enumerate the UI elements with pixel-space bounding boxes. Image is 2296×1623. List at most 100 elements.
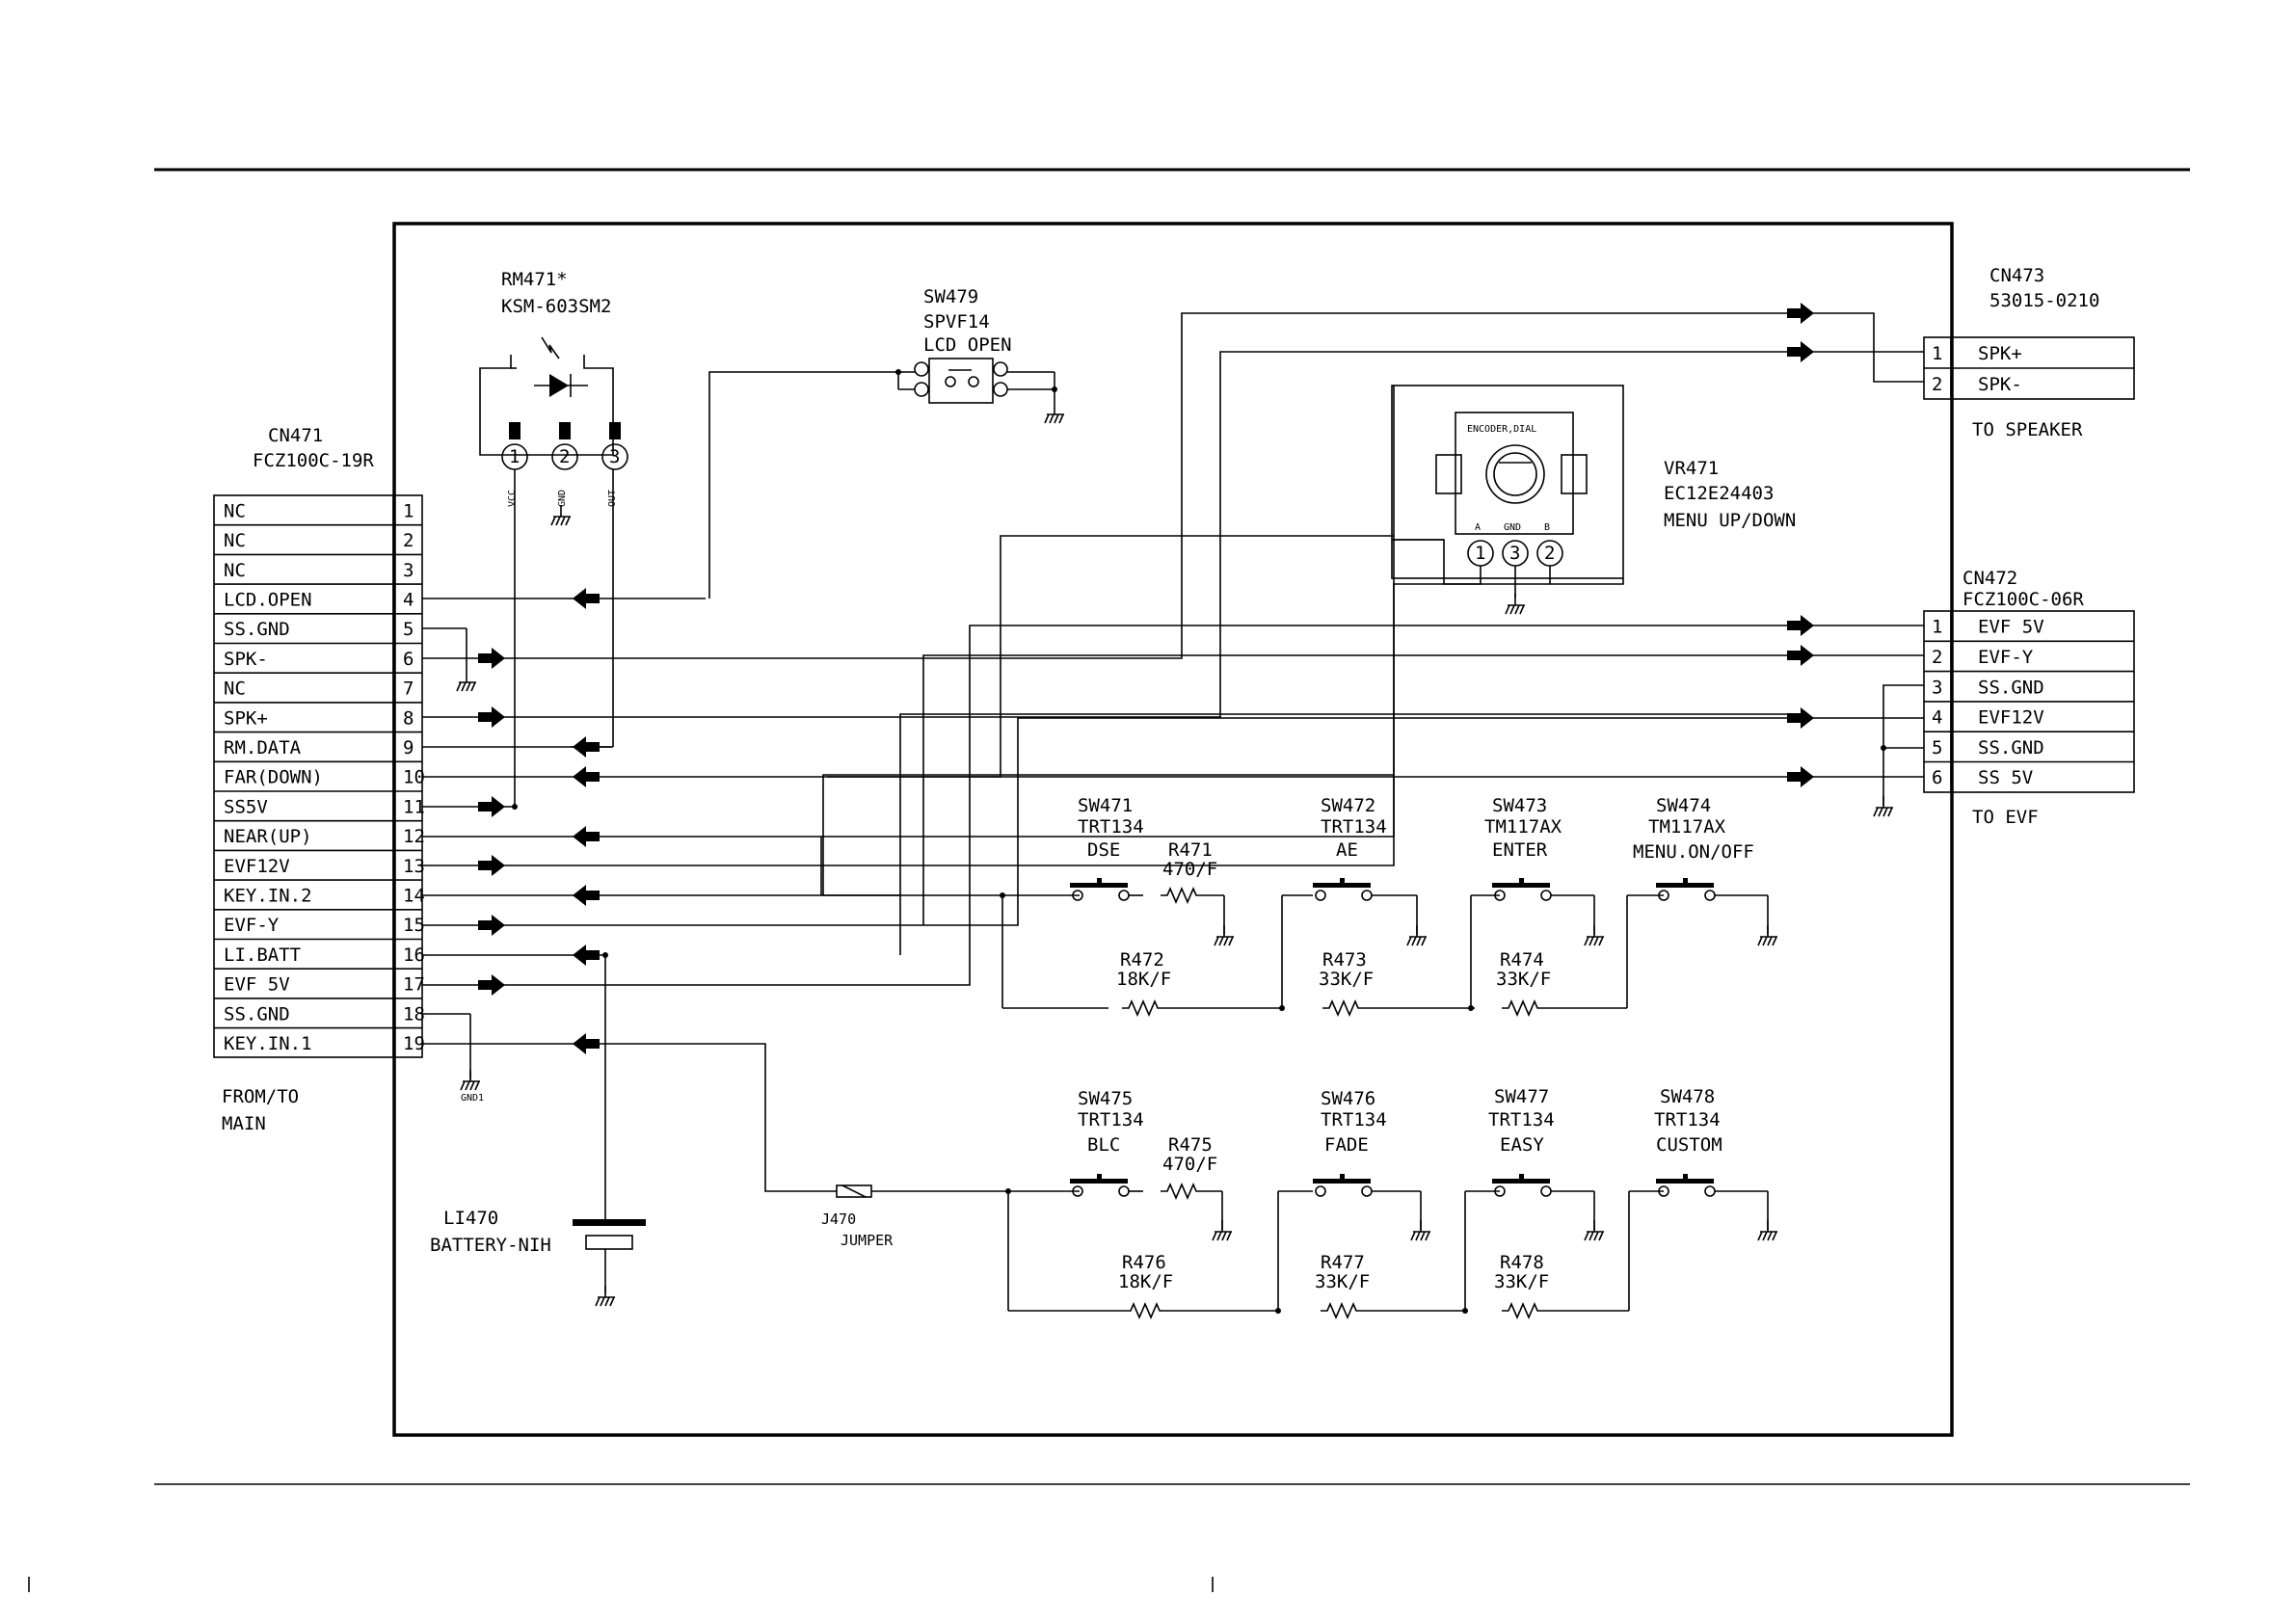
cn471-pin-number: 5 [403, 619, 414, 640]
sw479-lcd-open-switch: SW479 SPVF14 LCD OPEN [708, 286, 1065, 599]
r471-value: 470/F [1162, 859, 1217, 880]
sw474-menu-on-off: SW474 TM117AX MENU.ON/OFF [1633, 795, 1778, 946]
sw477-function: EASY [1500, 1134, 1544, 1156]
cn471-pin-label: EVF-Y [224, 915, 280, 936]
vr471-part: EC12E24403 [1664, 483, 1774, 504]
r471-ref: R471 [1168, 839, 1213, 861]
sw479-ref: SW479 [923, 286, 978, 307]
rm471-part: KSM-603SM2 [501, 296, 611, 317]
vr471-body-label: ENCODER,DIAL [1467, 424, 1536, 435]
rm471-remote-sensor: RM471* KSM-603SM2 1 2 3 VCC GND OUT [479, 269, 628, 810]
sw473-function: ENTER [1492, 839, 1548, 861]
sw471-ref: SW471 [1078, 795, 1133, 816]
cn471-pin-number: 11 [403, 796, 425, 817]
sw475-ref: SW475 [1078, 1088, 1133, 1109]
cn471-pin-label: RM.DATA [224, 737, 302, 758]
sw471-function: DSE [1087, 839, 1120, 861]
cn472-pin-label: EVF 5V [1978, 617, 2044, 638]
key-ladder-1 [1000, 892, 1664, 1016]
cn471-pin-label: NEAR(UP) [224, 826, 312, 847]
signal-arrows-right [1787, 303, 1814, 787]
r476-ref: R476 [1122, 1252, 1166, 1273]
cn473-pin-spk-plus: SPK+ [1978, 343, 2022, 364]
sw473-enter: SW473 TM117AX ENTER [1484, 795, 1605, 946]
cn471-caption-from-to: FROM/TO [222, 1086, 299, 1107]
r477-value: 33K/F [1315, 1271, 1370, 1292]
sw473-ref: SW473 [1492, 795, 1547, 816]
cn472-part: FCZ100C-06R [1962, 589, 2084, 610]
cn471-pin-label: LCD.OPEN [224, 589, 312, 610]
r476-value: 18K/F [1118, 1271, 1173, 1292]
cn471-pin-label: LI.BATT [224, 945, 301, 966]
cn471-pin-number: 3 [403, 560, 414, 581]
cn472-pin-number: 1 [1932, 617, 1942, 638]
sw478-function: CUSTOM [1656, 1134, 1722, 1156]
cn471-pin-number: 1 [403, 500, 414, 521]
cn472-pin-label: EVF12V [1978, 707, 2044, 729]
sw479-function: LCD OPEN [923, 334, 1012, 356]
cn471-pin-number: 12 [403, 826, 425, 847]
sw476-fade: SW476 TRT134 FADE [1313, 1088, 1431, 1241]
svg-text:2: 2 [559, 446, 570, 467]
sw472-function: AE [1336, 839, 1358, 861]
r475-value: 470/F [1162, 1154, 1217, 1175]
sw475-function: BLC [1087, 1134, 1120, 1156]
cn472-pin-number: 5 [1932, 737, 1942, 758]
cn472-pin-label: SS.GND [1978, 677, 2044, 698]
sw478-part: TRT134 [1654, 1109, 1721, 1131]
svg-text:1: 1 [509, 446, 520, 467]
cn471-pin-stubs: GND1 [422, 598, 1002, 1104]
cn471-ref: CN471 [268, 425, 323, 446]
r478-value: 33K/F [1494, 1271, 1549, 1292]
cn471-pin-number: 19 [403, 1033, 425, 1054]
cn471-pin-label: KEY.IN.1 [224, 1033, 312, 1054]
cn472-pin-label: SS.GND [1978, 737, 2044, 758]
cn471-pin-number: 16 [403, 945, 425, 966]
li470-battery: LI470 BATTERY-NIH [430, 952, 646, 1307]
svg-text:1: 1 [1932, 343, 1942, 364]
rm471-pin-gnd: GND [557, 490, 568, 507]
cn473-ref: CN473 [1989, 265, 2044, 286]
svg-text:2: 2 [1544, 543, 1555, 564]
cn473-speaker-connector: CN473 53015-0210 12 SPK+ SPK- TO SPEAKER [1923, 265, 2135, 440]
cn471-pin-number: 14 [403, 885, 425, 906]
routing-nets [734, 312, 1924, 986]
sw472-ref: SW472 [1321, 795, 1375, 816]
rm471-pin-vcc: VCC [507, 490, 518, 507]
rm471-ref: RM471* [501, 269, 568, 290]
sw472-ae: SW472 TRT134 AE [1313, 795, 1428, 946]
key-ladder-2: J470 JUMPER [763, 1043, 1664, 1318]
cn471-pin-number: 9 [403, 737, 414, 758]
cn472-caption: TO EVF [1972, 807, 2039, 828]
r473-ref: R473 [1322, 949, 1367, 971]
svg-text:2: 2 [1932, 374, 1942, 395]
vr471-function: MENU UP/DOWN [1664, 510, 1796, 531]
cn471-pin-number: 17 [403, 974, 425, 996]
vr471-pin-a: A [1475, 522, 1481, 533]
cn471-pin-number: 18 [403, 1003, 425, 1024]
cn471-pin-label: KEY.IN.2 [224, 885, 312, 906]
cn472-pin-number: 6 [1932, 767, 1942, 788]
cn471-pin-number: 4 [403, 589, 414, 610]
page-rules [28, 168, 2190, 1592]
cn471-pin-label: SS5V [224, 796, 268, 817]
r478-ref: R478 [1500, 1252, 1544, 1273]
sw474-ref: SW474 [1656, 795, 1711, 816]
cn473-caption: TO SPEAKER [1972, 419, 2083, 440]
sw474-part: TM117AX [1648, 816, 1726, 838]
r475-ref: R475 [1168, 1134, 1213, 1156]
cn471-pin-label: SS.GND [224, 1003, 290, 1024]
sw476-part: TRT134 [1321, 1109, 1387, 1131]
cn471-pin-label: EVF12V [224, 856, 290, 877]
cn471-pin-label: NC [224, 560, 246, 581]
sw474-function: MENU.ON/OFF [1633, 841, 1754, 863]
cn471-pin-number: 13 [403, 856, 425, 877]
cn473-pin-spk-minus: SPK- [1978, 374, 2022, 395]
cn471-pin-label: FAR(DOWN) [224, 767, 323, 788]
sw475-blc: SW475 TRT134 BLC R475 470/F [1070, 1088, 1233, 1241]
sw476-ref: SW476 [1321, 1088, 1375, 1109]
j470-part: JUMPER [841, 1232, 894, 1249]
cn471-pin-label: SPK- [224, 649, 268, 670]
cn471-pin-number: 2 [403, 530, 414, 551]
